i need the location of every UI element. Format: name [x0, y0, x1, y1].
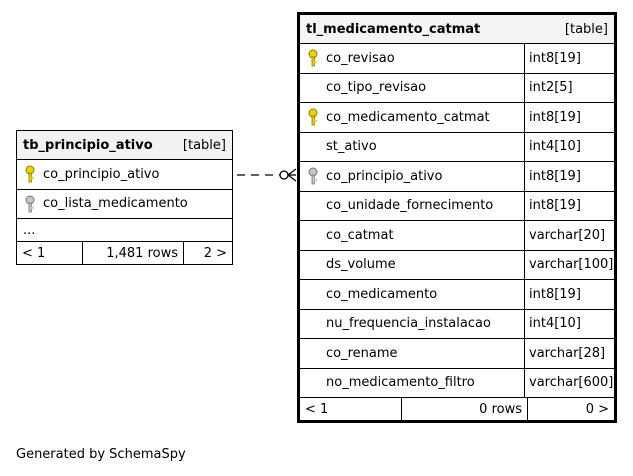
- foreign-key-icon: [25, 195, 35, 213]
- table-header: tb_principio_ativo [table]: [17, 131, 232, 160]
- column-name[interactable]: co_medicamento: [326, 286, 438, 302]
- table-row[interactable]: co_unidade_fornecimento int8[19]: [300, 191, 614, 221]
- column-name[interactable]: co_unidade_fornecimento: [326, 198, 494, 214]
- table-name[interactable]: tl_medicamento_catmat: [306, 21, 481, 37]
- table-row[interactable]: co_rename varchar[28]: [300, 339, 614, 369]
- table-row[interactable]: co_principio_ativo int8[19]: [300, 162, 614, 192]
- column-type: varchar[600]: [524, 368, 614, 397]
- row-count: 0 rows: [402, 398, 528, 420]
- column-type: int4[10]: [524, 309, 614, 338]
- column-name[interactable]: co_principio_ativo: [43, 166, 160, 182]
- column-type: int8[19]: [524, 103, 614, 132]
- foreign-key-icon: [308, 167, 318, 185]
- column-type: int8[19]: [524, 44, 614, 73]
- column-type: int4[10]: [524, 132, 614, 161]
- table-row[interactable]: no_medicamento_filtro varchar[600]: [300, 368, 614, 398]
- table-tb-principio-ativo[interactable]: tb_principio_ativo [table] co_principio_…: [16, 130, 233, 265]
- column-name[interactable]: co_rename: [326, 345, 398, 361]
- table-footer: < 1 1,481 rows 2 >: [17, 242, 232, 264]
- column-type: varchar[20]: [524, 221, 614, 250]
- column-type: int8[19]: [524, 162, 614, 191]
- column-type: int8[19]: [524, 280, 614, 309]
- column-name[interactable]: st_ativo: [326, 139, 377, 155]
- primary-key-icon: [25, 165, 35, 183]
- children-count[interactable]: 0 >: [585, 401, 609, 417]
- table-row[interactable]: co_tipo_revisao int2[5]: [300, 73, 614, 103]
- column-name[interactable]: ds_volume: [326, 257, 396, 273]
- column-name[interactable]: co_tipo_revisao: [326, 80, 427, 96]
- table-row[interactable]: co_medicamento_catmat int8[19]: [300, 103, 614, 133]
- more-columns-ellipsis: ...: [17, 219, 232, 242]
- column-name[interactable]: co_catmat: [326, 227, 394, 243]
- column-type: varchar[28]: [524, 339, 614, 368]
- table-row[interactable]: co_catmat varchar[20]: [300, 221, 614, 251]
- column-name[interactable]: co_revisao: [326, 50, 395, 66]
- table-row[interactable]: co_revisao int8[19]: [300, 44, 614, 74]
- table-footer: < 1 0 rows 0 >: [300, 398, 614, 420]
- table-row[interactable]: co_medicamento int8[19]: [300, 280, 614, 310]
- column-name[interactable]: co_lista_medicamento: [43, 196, 188, 212]
- generated-by-credit: Generated by SchemaSpy: [16, 447, 186, 462]
- table-row[interactable]: co_principio_ativo: [17, 160, 232, 190]
- parents-count[interactable]: < 1: [300, 398, 402, 420]
- table-row[interactable]: nu_frequencia_instalacao int4[10]: [300, 309, 614, 339]
- primary-key-icon: [308, 49, 318, 67]
- table-name[interactable]: tb_principio_ativo: [23, 137, 153, 153]
- column-type: int8[19]: [524, 191, 614, 220]
- column-type: int2[5]: [524, 73, 614, 102]
- column-name[interactable]: co_medicamento_catmat: [326, 109, 490, 125]
- table-tl-medicamento-catmat[interactable]: tl_medicamento_catmat [table] co_revisao…: [297, 12, 617, 423]
- table-kind: [table]: [564, 21, 608, 37]
- column-type: varchar[100]: [524, 250, 614, 279]
- table-row[interactable]: st_ativo int4[10]: [300, 132, 614, 162]
- table-row[interactable]: co_lista_medicamento: [17, 190, 232, 219]
- table-row[interactable]: ds_volume varchar[100]: [300, 250, 614, 280]
- parents-count[interactable]: < 1: [17, 242, 83, 264]
- table-kind: [table]: [182, 137, 226, 153]
- primary-key-icon: [308, 108, 318, 126]
- column-name[interactable]: nu_frequencia_instalacao: [326, 316, 491, 332]
- table-header: tl_medicamento_catmat [table]: [300, 15, 614, 44]
- children-count[interactable]: 2 >: [203, 245, 227, 261]
- column-name[interactable]: no_medicamento_filtro: [326, 375, 475, 391]
- column-name[interactable]: co_principio_ativo: [326, 168, 443, 184]
- row-count: 1,481 rows: [83, 242, 184, 264]
